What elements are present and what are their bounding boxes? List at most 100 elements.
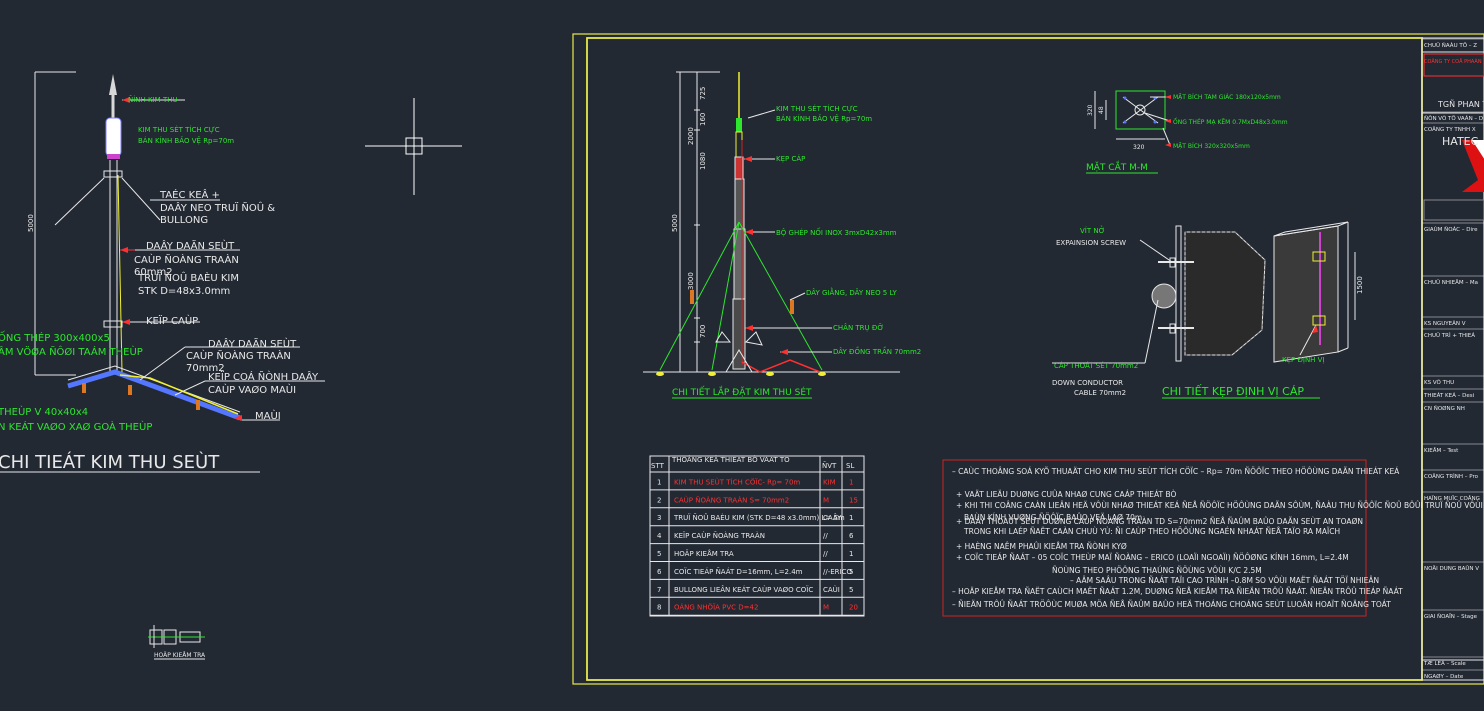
table-cell-stt: 3 (657, 514, 661, 522)
clamp-label-down-2: CABLE 70mm2 (1074, 389, 1126, 397)
note-line: TRONG KHI LAÉP ÑAËT CAÀN CHUÙ YÙ: ÑI CAÙ… (963, 527, 1340, 536)
mast-dim-2000: 2000 (687, 127, 695, 145)
table-cell-stt: 6 (657, 568, 662, 576)
table-cell-name: COÏC TIEÁP ÑAÁT D=16mm, L=2.4m (674, 567, 803, 576)
label-trui-2: STK D=48x3.0mm (138, 286, 230, 297)
note-line: ÑOÙNG THEO PHÖÔNG THAÚNG ÑÖÙNG VÔÙI K/C … (1052, 566, 1262, 575)
label-trui-1: TRUÏ ÑOÛ BAÈU KIM (137, 271, 239, 284)
title-block-tgd: TGÑ PHAN T (1437, 99, 1484, 109)
table-header-qty: SL (846, 462, 854, 470)
mast-label-day-dong: DÂY ĐỒNG TRẦN 70mm2 (833, 346, 921, 356)
title-block-row: TÆ LEÄ – Scale (1423, 660, 1466, 667)
mast-dim-5000: 5000 (671, 214, 679, 232)
title-block-row: KS VÕ THU (1424, 379, 1454, 386)
mast-label-bo-ghep: BỘ GHÉP NỐI INOX 3mxD42x3mm (776, 227, 897, 237)
label-dan-3: 60mm2 (134, 267, 173, 278)
section-label-tam-giac: MẶT BÍCH TAM GIÁC 180x120x5mm (1173, 94, 1281, 101)
clamp-detail-title: CHI TIẾT KẸP ĐỊNH VỊ CÁP (1162, 384, 1304, 398)
mast-dim-1080: 1080 (699, 152, 707, 170)
label-tac-ke-2: DAÂY NEO TRUÏ ÑOÛ & (160, 201, 275, 214)
table-cell-qty: 6 (849, 532, 854, 540)
label-dan2-3: 70mm2 (186, 363, 225, 374)
table-cell-name: KIM THU SEÙT TÍCH CÖÏC- Rp= 70m (674, 477, 800, 486)
clamp-label-kep-dinh-vi: KẸP ĐỊNH VỊ (1282, 356, 1325, 364)
label-dan2-2: CAÙP ÑOÀNG TRAÀN (186, 349, 291, 362)
table-cell-unit: //-ERICO (823, 568, 852, 576)
label-keip-2: CAÙP VAØO MAÙI (208, 383, 296, 396)
title-block-row: NGAØY – Date (1424, 673, 1464, 680)
table-cell-name: CAÙP ÑOÀNG TRAÀN S= 70mm2 (674, 495, 789, 504)
note-line: – HOÄP KIEÅM TRA ÑAËT CAÙCH MAËT ÑAÁT 1.… (952, 587, 1403, 596)
mast-label-chan-tru: CHÂN TRỤ ĐỠ (833, 323, 884, 332)
note-line: – CAÙC THOÂNG SOÁ KYÕ THUAÄT CHO KIM THU… (952, 467, 1400, 476)
table-cell-stt: 4 (657, 532, 662, 540)
label-am-vua: ÂM VÖØA ÑÔØI TAÁM THEÙP (0, 345, 143, 358)
table-cell-stt: 5 (657, 550, 661, 558)
label-kep-cap: KEÏP CAÙP (146, 314, 198, 327)
section-label-mat-bich: MẶT BÍCH 320x320x5mm (1173, 143, 1250, 150)
mast-installation-detail: 725 160 2000 1080 5000 3000 700 (643, 71, 921, 399)
table-header-name: THOÂNG KEÂ THIEÁT BÒ VAÄT TÖ (671, 455, 790, 464)
table-cell-qty: 1 (849, 550, 853, 558)
mast-label-rod-2: BÁN KÍNH BẢO VỆ Rp=70m (776, 114, 872, 123)
table-cell-unit: CAÙI (823, 585, 840, 594)
section-dim-320-h: 320 (1133, 144, 1145, 151)
mast-label-kep-cap: KẸP CÁP (776, 154, 805, 163)
mast-label-day-giang: DÂY GIẰNG, DÂY NEO 5 LY (806, 287, 897, 297)
table-cell-stt: 7 (657, 586, 661, 594)
title-block-row: NOÄI DUNG BAÛN V (1424, 565, 1479, 572)
title-block-row: CHUÛ NHIEÄM – Ma (1424, 279, 1478, 286)
label-tac-ke-3: BULLONG (160, 215, 208, 226)
title-block-row: ÑÔN VÒ TÖ VAÁN – D (1424, 115, 1483, 122)
note-line: + COÏC TIEÁP ÑAÁT – 05 COÏC THEÙP MAÏ ÑO… (956, 553, 1349, 562)
table-cell-qty: 1 (849, 514, 853, 522)
materials-table: STT THOÂNG KEÂ THIEÁT BÒ VAÄT TÖ ÑVT SL … (649, 455, 865, 617)
mast-label-rod-1: KIM THU SÉT TÍCH CỰC (776, 104, 858, 113)
crosshair-cursor-icon (365, 98, 462, 195)
table-cell-qty: 5 (849, 568, 853, 576)
label-dan-1: DAÂY DAÃN SEÙT (146, 239, 235, 252)
mast-dim-160: 160 (699, 113, 707, 126)
mast-dim-3000: 3000 (687, 272, 695, 290)
label-tip: ÑÍNH KIM THU (128, 95, 178, 104)
label-mai: MAÙI (255, 409, 281, 422)
clamp-label-down-1: DOWN CONDUCTOR (1052, 379, 1123, 387)
table-cell-unit: M (823, 604, 829, 612)
table-cell-name: OÁNG NHÖÏA PVC D=42 (674, 603, 758, 612)
label-tac-ke-1: TAÉC KEÂ + (159, 188, 220, 201)
table-cell-qty: 20 (849, 604, 858, 612)
clamp-label-cap-thoat: CÁP THOÁT SÉT 70mm2 (1054, 361, 1138, 370)
table-cell-unit: // (823, 532, 828, 540)
table-cell-name: BULLONG LIEÂN KEÁT CAÙP VAØO COÏC (674, 585, 813, 594)
title-block-row: COÂNG TY TNHH X (1424, 126, 1476, 133)
note-line: + KHI THI COÂNG CAÀN LIEÂN HEÄ VÔÙI NHAØ… (956, 501, 1484, 510)
inspection-box-label: HOÄP KIEÅM TRA (154, 652, 206, 659)
table-header-unit: ÑVT (822, 461, 837, 470)
table-cell-name: KEÏP CAÙP ÑOÀNG TRAÀN (674, 531, 765, 540)
table-cell-unit: CAÂY (823, 513, 842, 522)
note-line: + DAÂY THOAÙT SEÙT DUØNG CAÙP ÑOÀNG TRAÀ… (956, 517, 1363, 526)
clamp-detail: 1500 VÍT NỞ EXPAINSION SCREW CÁP THOÁT S… (1052, 221, 1364, 399)
label-rod-1: KIM THU SÉT TÍCH CỰC (138, 125, 220, 134)
title-block-row: THIEÁT KEÁ – Desi (1423, 392, 1475, 399)
note-line: – AÂM SAÂU TRONG ÑAÁT TAÏI CAO TRÌNH –0.… (1070, 576, 1379, 585)
clamp-dim-1500: 1500 (1356, 276, 1364, 294)
label-han-ket: N KEÁT VAØO XAØ GOÀ THEÙP (0, 420, 152, 433)
table-cell-qty: 1 (849, 478, 853, 486)
left-lightning-rod-detail: 5000 ÑÍNH KIM T (0, 71, 325, 473)
label-keip-1: KEÏP COÁ ÑÒNH DAÂY (208, 370, 319, 383)
inspection-box-detail: HOÄP KIEÅM TRA (148, 625, 206, 660)
note-line: – ÑIEÄN TRÔÛ ÑAÁT TRÖÔÙC MUØA MÖA ÑEÅ ÑA… (952, 600, 1391, 609)
notes-block: – CAÙC THOÂNG SOÁ KYÕ THUAÄT CHO KIM THU… (942, 459, 1484, 617)
table-cell-name: TRUÏ ÑOÛ BAÈU KIM (STK D=48 x3.0mm) L= 5… (673, 513, 845, 522)
mast-detail-title: CHI TIẾT LẮP ĐẶT KIM THU SÉT (672, 385, 812, 398)
section-dim-48: 48 (1098, 106, 1105, 114)
table-cell-stt: 1 (657, 478, 661, 486)
label-dan2-1: DAÂY DAÃN SEÙT (208, 337, 297, 350)
table-header-stt: STT (651, 462, 665, 470)
table-cell-stt: 2 (657, 496, 661, 504)
table-cell-unit: KIM (823, 478, 836, 486)
left-drawing-title: CHI TIEÁT KIM THU SEÙT (0, 451, 220, 473)
